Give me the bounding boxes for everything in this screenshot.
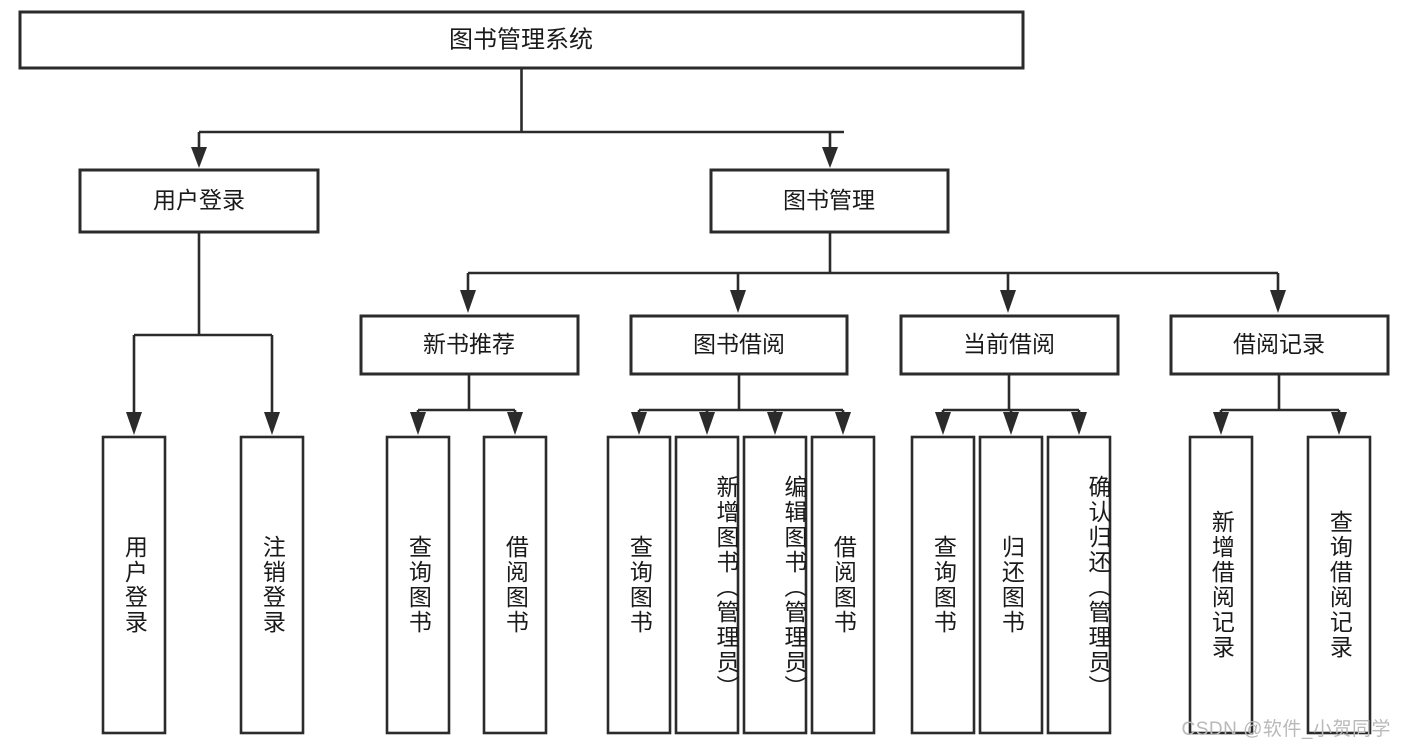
connector-group-borrow-record (1213, 374, 1347, 435)
node-book-borrow-label: 图书借阅 (693, 331, 785, 357)
arrow-borrow-leaf-1 (631, 412, 647, 435)
leaf-box-query-book-rec[interactable] (385, 435, 451, 735)
leaf-box-group (101, 435, 1372, 735)
node-user-login-label: 用户登录 (153, 187, 245, 213)
arrow-current-leaf-2 (1003, 412, 1019, 435)
arrow-book-child-1 (460, 290, 476, 313)
node-root-box[interactable] (18, 10, 1025, 70)
connector-group-root (191, 68, 844, 168)
node-borrow-record-label: 借阅记录 (1233, 331, 1325, 357)
arrow-borrow-leaf-4 (835, 412, 851, 435)
connector-group-current-borrow (935, 374, 1087, 435)
leaf-box-add-borrow-record[interactable] (1188, 435, 1254, 735)
arrow-newbook-leaf-2 (507, 412, 523, 435)
arrow-current-leaf-3 (1071, 412, 1087, 435)
node-root-label: 图书管理系统 (449, 26, 593, 53)
node-user-login-box[interactable] (78, 168, 320, 234)
arrow-root-to-user (191, 147, 207, 168)
connector-group-new-book (410, 374, 523, 435)
node-book-manage[interactable]: 图书管理 (709, 168, 950, 234)
leaf-box-add-book-admin[interactable] (674, 435, 740, 735)
arrow-book-child-4 (1270, 290, 1286, 313)
arrow-newbook-leaf-1 (410, 412, 426, 435)
arrow-borrow-leaf-3 (767, 412, 783, 435)
node-borrow-record[interactable]: 借阅记录 (1169, 314, 1390, 376)
leaf-box-borrow-book-rec[interactable] (482, 435, 548, 735)
leaf-box-query-book-current[interactable] (910, 435, 976, 735)
node-user-login[interactable]: 用户登录 (78, 168, 320, 234)
leaf-box-logout[interactable] (239, 435, 305, 735)
node-book-borrow[interactable]: 图书借阅 (629, 314, 849, 376)
node-root[interactable]: 图书管理系统 (18, 10, 1025, 70)
node-current-borrow-label: 当前借阅 (963, 331, 1055, 357)
leaf-box-return-book[interactable] (978, 435, 1044, 735)
arrow-current-leaf-1 (935, 412, 951, 435)
node-book-borrow-box[interactable] (629, 314, 849, 376)
connector-group-user-login (126, 232, 280, 435)
arrow-book-child-2 (730, 290, 746, 313)
arrow-borrow-leaf-2 (699, 412, 715, 435)
leaf-box-query-book-borrow[interactable] (606, 435, 672, 735)
arrow-user-leaf-1 (126, 412, 142, 435)
leaf-box-query-borrow-record[interactable] (1306, 435, 1372, 735)
arrow-book-child-3 (1000, 290, 1016, 313)
node-new-book-recommend-label: 新书推荐 (423, 331, 515, 357)
node-current-borrow-box[interactable] (899, 314, 1120, 376)
leaf-box-confirm-return-admin[interactable] (1046, 435, 1112, 735)
leaf-box-borrow-book[interactable] (810, 435, 876, 735)
connector-group-book-manage (460, 232, 1286, 313)
arrow-record-leaf-2 (1331, 412, 1347, 435)
node-current-borrow[interactable]: 当前借阅 (899, 314, 1120, 376)
node-new-book-recommend-box[interactable] (359, 314, 580, 376)
arrow-user-leaf-2 (264, 412, 280, 435)
node-new-book-recommend[interactable]: 新书推荐 (359, 314, 580, 376)
watermark-text: CSDN @软件_小贺同学 (1181, 719, 1391, 740)
leaf-box-edit-book-admin[interactable] (742, 435, 808, 735)
node-borrow-record-box[interactable] (1169, 314, 1390, 376)
connector-group-book-borrow (631, 374, 851, 435)
arrow-root-to-book (822, 147, 838, 168)
node-book-manage-label: 图书管理 (783, 187, 875, 213)
node-book-manage-box[interactable] (709, 168, 950, 234)
arrow-record-leaf-1 (1213, 412, 1229, 435)
leaf-box-user-login[interactable] (101, 435, 167, 735)
